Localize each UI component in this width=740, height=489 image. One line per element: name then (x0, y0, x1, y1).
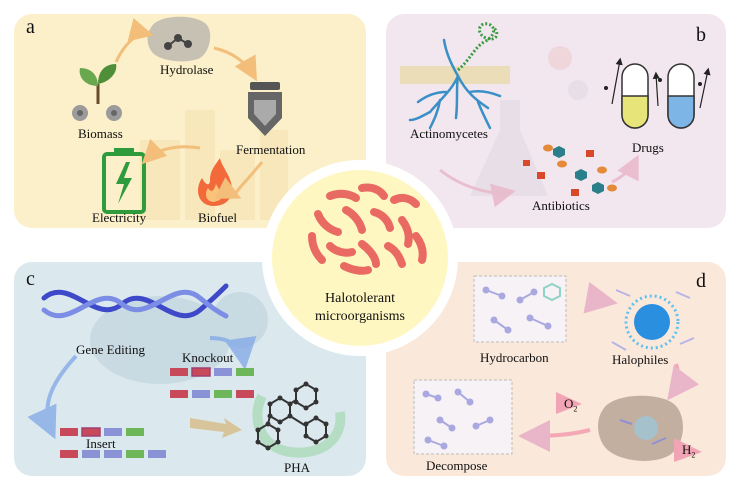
center-label-line1: Halotolerant (325, 291, 395, 306)
oxygen-label-main: O (564, 396, 574, 411)
drugs-label: Drugs (632, 140, 664, 155)
city-silhouette (140, 110, 288, 220)
antibiotic-molecules-icon (523, 144, 617, 196)
halophile-blob-icon (611, 289, 695, 351)
panel-b-letter: b (696, 24, 706, 46)
plant-sprout-icon (72, 64, 122, 121)
hydrocarbon-box (473, 275, 567, 343)
hydrolase-label: Hydrolase (160, 62, 214, 77)
oxygen-label: O2 (564, 396, 577, 414)
soil-band (400, 66, 510, 84)
drug-capsules-icon (604, 57, 711, 129)
center-label-line2: microorganisms (315, 309, 405, 324)
panel-c-arrows (27, 335, 257, 440)
biomass-label: Biomass (78, 126, 123, 141)
electricity-label: Electricity (92, 210, 147, 225)
insert-label: Insert (86, 436, 116, 451)
pha-polymer-icon (252, 381, 346, 458)
panel-c-letter: c (26, 268, 35, 290)
insert-blocks-icon (60, 427, 166, 458)
hydrogen-label-main: H (682, 442, 692, 457)
battery-icon (102, 148, 146, 214)
actinomycete-hyphae-icon (408, 38, 502, 130)
panel-d-arrows (518, 281, 702, 462)
decompose-label: Decompose (426, 458, 488, 473)
flask-ghost (470, 46, 588, 196)
panel-a-letter: a (26, 16, 35, 38)
panel-b-arrows (439, 154, 639, 208)
panel-d-letter: d (696, 270, 706, 292)
decompose-box (413, 379, 513, 455)
knockout-blocks-icon (170, 367, 254, 398)
fermenter-icon (248, 82, 282, 136)
transfer-arrow-icon (190, 418, 242, 438)
halophiles-label: Halophiles (612, 352, 669, 367)
pha-label: PHA (284, 460, 311, 475)
hydrogen-label: H2 (682, 442, 695, 460)
fermentation-label: Fermentation (236, 142, 306, 157)
hydrocarbon-label: Hydrocarbon (480, 350, 549, 365)
cycle-arrows (114, 18, 264, 199)
cell-ghost (90, 292, 268, 384)
oxygen-label-sub: 2 (573, 404, 578, 414)
dna-helix-icon (41, 283, 229, 319)
center-label: Halotolerant microorganisms (272, 290, 448, 326)
biofuel-label: Biofuel (198, 210, 237, 225)
hydrolase-icon (147, 16, 211, 62)
spore-chain-icon (457, 22, 499, 72)
actinomycetes-label: Actinomycetes (410, 126, 488, 141)
gene-editing-label: Gene Editing (76, 342, 145, 357)
antibiotics-label: Antibiotics (532, 198, 590, 213)
hydrogen-label-sub: 2 (691, 450, 696, 460)
reactor-blob-icon (598, 395, 683, 461)
knockout-label: Knockout (182, 350, 234, 365)
